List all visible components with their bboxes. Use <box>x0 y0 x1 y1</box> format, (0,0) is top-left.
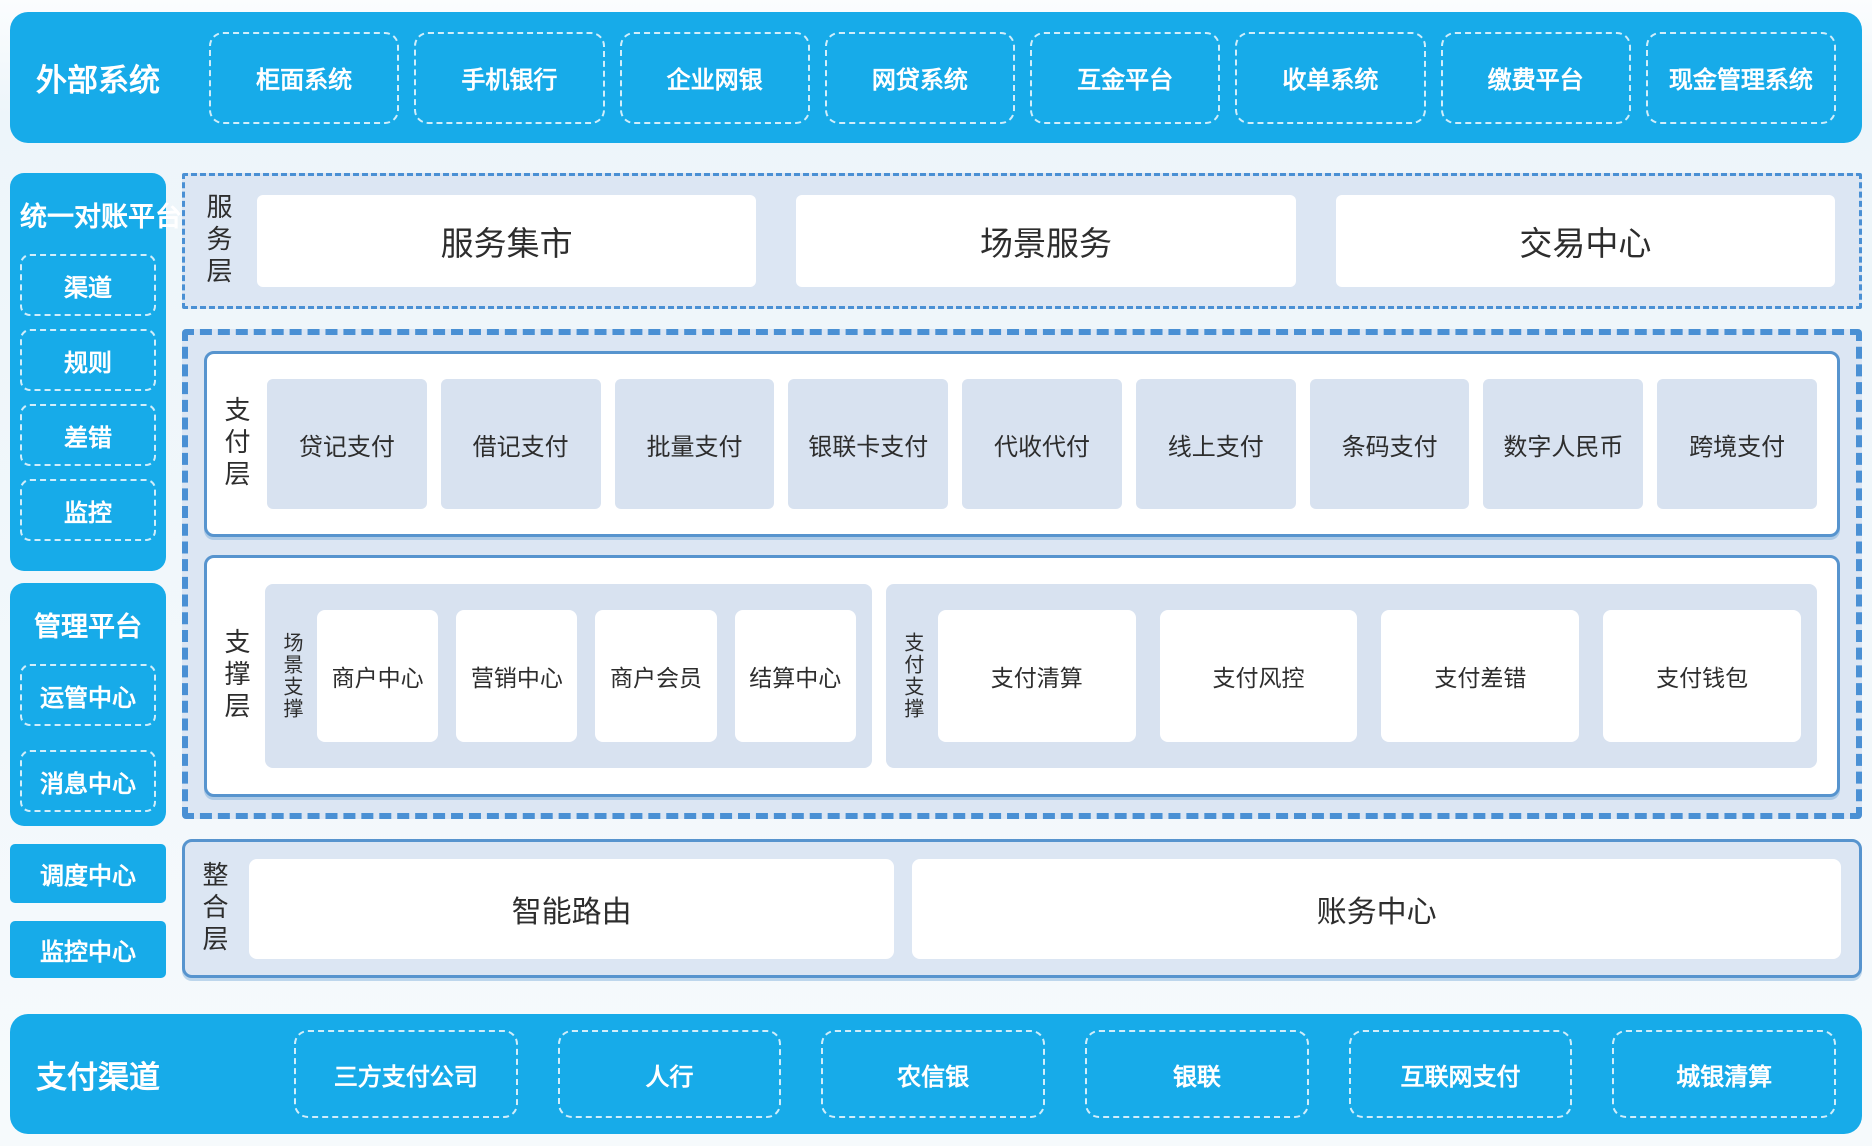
payment-support-cell: 支付清算 <box>937 610 1136 742</box>
payment-support-cell: 支付风控 <box>1159 610 1358 742</box>
integration-layer: 整合层 智能路由 账务中心 <box>182 839 1862 978</box>
scene-support-group: 场景支撑 商户中心 营销中心 商户会员 结算中心 <box>265 584 872 768</box>
payment-support-label: 支付支撑 <box>900 632 923 720</box>
integration-layer-label: 整合层 <box>199 860 229 957</box>
payment-channel-box: 互联网支付 <box>1348 1030 1573 1118</box>
scene-support-cell: 结算中心 <box>734 610 856 742</box>
external-system-box: 现金管理系统 <box>1645 31 1836 124</box>
reconciliation-items: 渠道 规则 差错 监控 <box>20 254 156 541</box>
integration-cells: 智能路由 账务中心 <box>249 858 1841 959</box>
external-system-box: 柜面系统 <box>209 31 400 124</box>
external-systems-label: 外部系统 <box>36 63 160 98</box>
payment-item: 银联卡支付 <box>788 379 949 509</box>
payment-support-cell: 支付钱包 <box>1603 610 1801 742</box>
management-items: 运管中心 消息中心 <box>20 664 156 812</box>
service-box: 服务集市 <box>257 195 757 287</box>
external-system-box: 手机银行 <box>414 31 605 124</box>
management-title: 管理平台 <box>34 612 142 642</box>
scene-support-label: 场景支撑 <box>280 632 302 720</box>
payment-channel-box: 银联 <box>1085 1030 1309 1118</box>
payment-layer-label: 支付层 <box>221 396 251 492</box>
support-groups: 场景支撑 商户中心 营销中心 商户会员 结算中心 <box>265 584 1817 768</box>
payment-item: 贷记支付 <box>267 379 427 509</box>
payment-item: 借记支付 <box>440 379 601 509</box>
service-layer-label: 服务层 <box>203 193 233 289</box>
payment-item: 跨境支付 <box>1657 379 1818 509</box>
reconciliation-title: 统一对账平台 <box>20 202 182 232</box>
payment-support-cell: 支付差错 <box>1381 610 1580 742</box>
payment-layer-items: 贷记支付 借记支付 批量支付 银联卡支付 代收代付 线上支付 条码支付 <box>267 379 1818 509</box>
reconciliation-panel: 统一对账平台 渠道 规则 差错 监控 <box>10 173 182 571</box>
payment-item: 条码支付 <box>1309 379 1470 509</box>
management-panel: 管理平台 运管中心 消息中心 <box>10 583 166 826</box>
external-system-box: 互金平台 <box>1030 31 1221 124</box>
dispatch-center-box: 调度中心 <box>10 844 166 903</box>
payment-channels-bar: 支付渠道 三方支付公司 人行 农信银 银联 互联网支付 城银清算 <box>10 1014 1862 1134</box>
service-box: 交易中心 <box>1335 195 1835 287</box>
payment-item: 数字人民币 <box>1483 379 1644 509</box>
core-layers-container: 支付层 贷记支付 借记支付 批量支付 银联卡支付 代收代付 <box>182 329 1862 819</box>
payment-item: 线上支付 <box>1135 379 1296 509</box>
accounting-center-box: 账务中心 <box>912 858 1841 959</box>
payment-channel-box: 三方支付公司 <box>294 1030 518 1118</box>
scene-support-cells: 商户中心 营销中心 商户会员 结算中心 <box>317 610 856 742</box>
external-system-box: 网贷系统 <box>824 31 1015 124</box>
service-box: 场景服务 <box>796 195 1296 287</box>
payment-support-group: 支付支撑 支付清算 支付风控 支付差错 支付钱包 <box>885 584 1817 768</box>
payment-item: 代收代付 <box>962 379 1122 509</box>
reconciliation-item: 渠道 <box>20 254 156 316</box>
sidebar: 统一对账平台 渠道 规则 差错 监控 管理平台 <box>10 173 182 978</box>
smart-routing-box: 智能路由 <box>249 858 895 959</box>
management-item: 消息中心 <box>20 750 156 812</box>
payment-support-cells: 支付清算 支付风控 支付差错 支付钱包 <box>937 610 1801 742</box>
payment-channel-box: 城银清算 <box>1612 1030 1837 1118</box>
reconciliation-item: 规则 <box>20 329 156 391</box>
main-layers: 服务层 服务集市 场景服务 交易中心 支付层 <box>182 173 1862 978</box>
support-layer-label: 支撑层 <box>221 628 251 724</box>
payment-channel-box: 人行 <box>557 1030 782 1118</box>
reconciliation-item: 差错 <box>20 404 156 466</box>
payment-item: 批量支付 <box>614 379 775 509</box>
service-layer: 服务层 服务集市 场景服务 交易中心 <box>182 173 1862 309</box>
scene-support-cell: 营销中心 <box>456 610 578 742</box>
scene-support-cell: 商户会员 <box>595 610 717 742</box>
external-systems-bar: 外部系统 柜面系统 手机银行 企业网银 网贷系统 互金平台 收单系统 缴费平台 … <box>10 12 1862 143</box>
middle-region: 统一对账平台 渠道 规则 差错 监控 管理平台 <box>10 173 1862 978</box>
scene-support-cell: 商户中心 <box>317 610 439 742</box>
payment-channels-label: 支付渠道 <box>36 1059 160 1095</box>
external-system-box: 收单系统 <box>1235 31 1426 124</box>
monitoring-center-box: 监控中心 <box>10 921 166 978</box>
reconciliation-item: 监控 <box>20 479 156 541</box>
payment-channel-box: 农信银 <box>821 1030 1046 1118</box>
external-system-box: 企业网银 <box>619 31 810 124</box>
support-layer: 支撑层 场景支撑 商户中心 营销中心 商户会员 <box>204 555 1840 797</box>
management-item: 运管中心 <box>20 664 156 726</box>
service-layer-boxes: 服务集市 场景服务 交易中心 <box>257 195 1835 287</box>
external-system-box: 缴费平台 <box>1440 31 1631 124</box>
payment-layer: 支付层 贷记支付 借记支付 批量支付 银联卡支付 代收代付 <box>204 351 1840 537</box>
